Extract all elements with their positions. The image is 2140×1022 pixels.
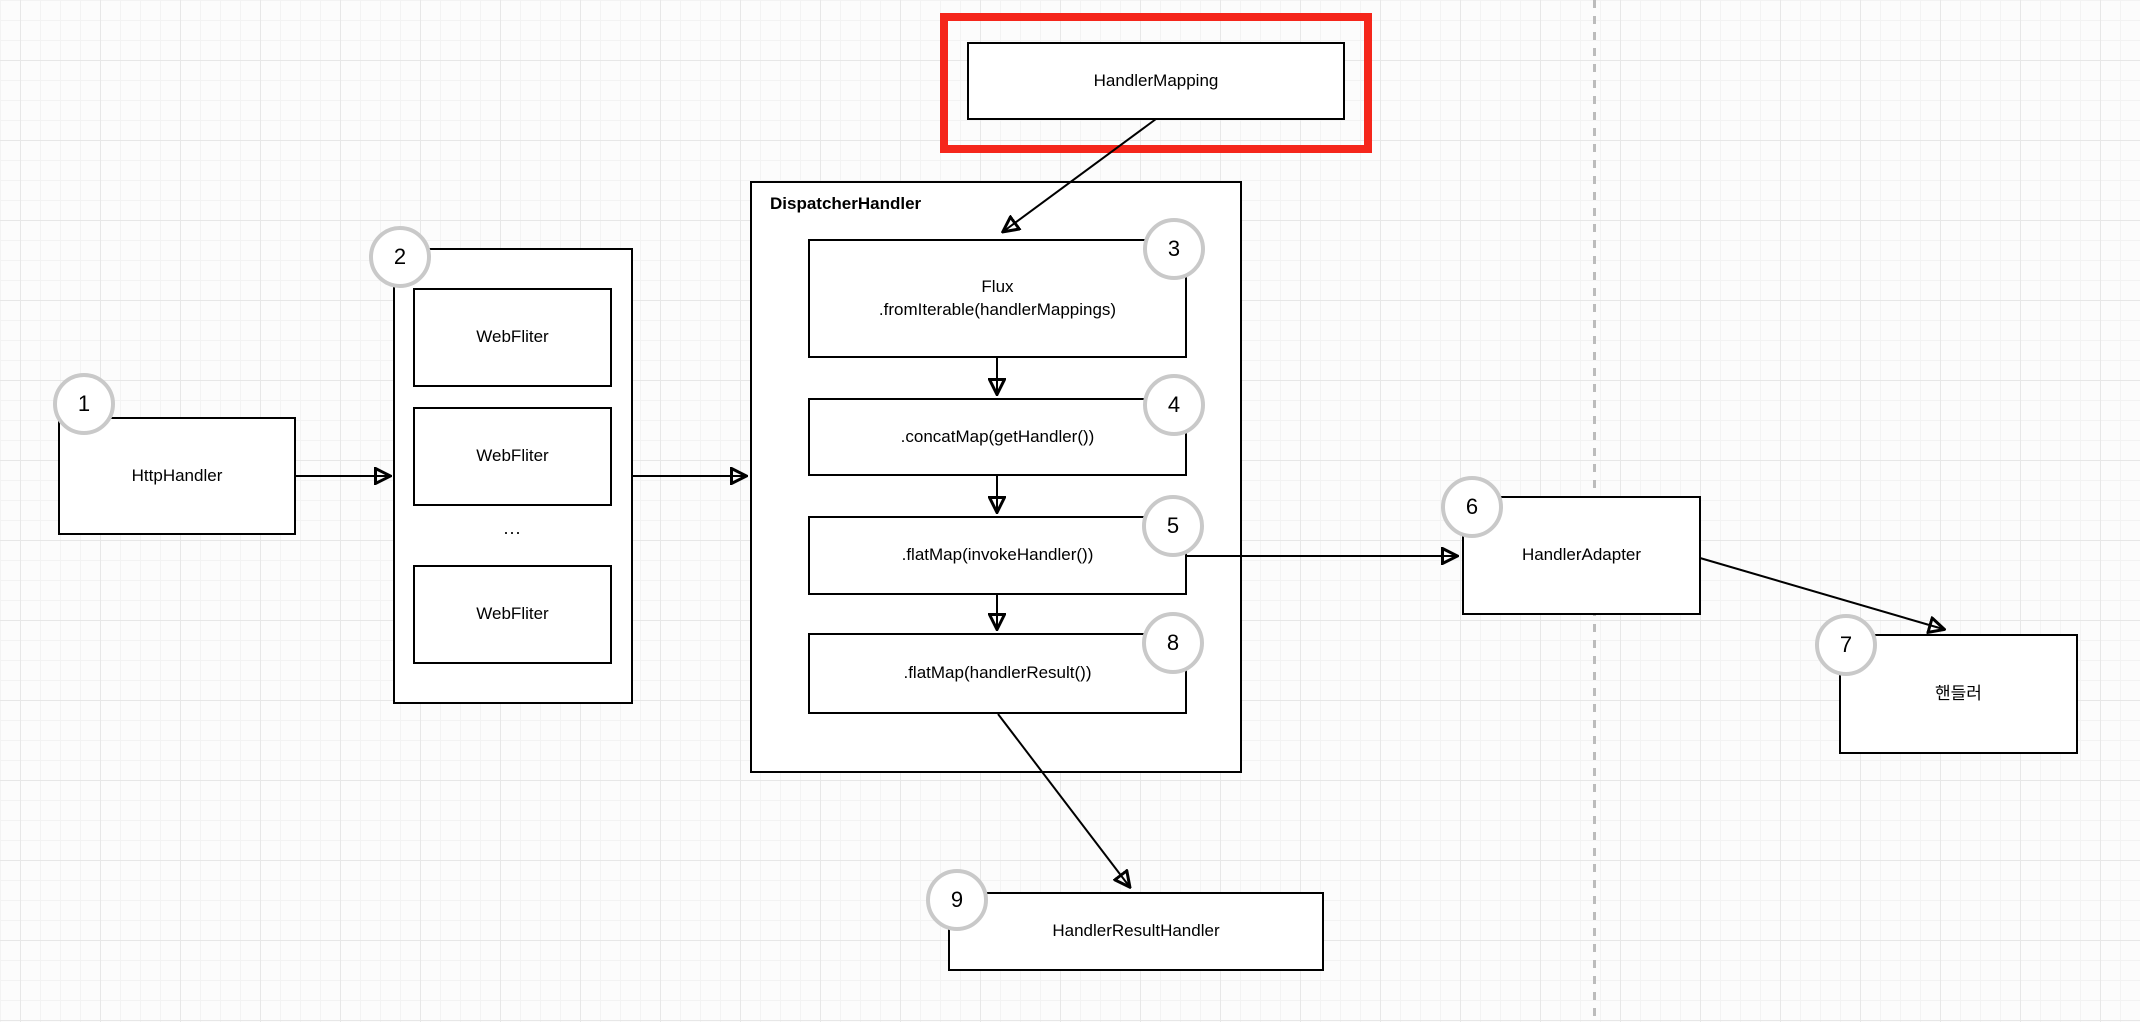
webfilter-ellipsis: ... [503,518,522,538]
node-handler-mapping[interactable]: HandlerMapping [967,42,1345,120]
step-badge-8[interactable]: 8 [1142,612,1204,674]
node-concat-map-label: .concatMap(getHandler()) [900,426,1095,446]
node-handler-korean[interactable]: 핸들러 [1839,634,2078,754]
node-flux-from-iterable[interactable]: Flux .fromIterable(handlerMappings) [808,239,1187,358]
dispatcher-handler-title: DispatcherHandler [770,194,922,213]
node-webfilter-3[interactable]: WebFliter [413,565,612,664]
edge-handleradapter-to-handler [1699,557,1943,629]
step-badge-3[interactable]: 3 [1143,218,1205,280]
node-concat-map[interactable]: .concatMap(getHandler()) [808,398,1187,476]
node-handler-korean-label: 핸들러 [1935,683,1982,703]
step-badge-2[interactable]: 2 [369,226,431,288]
step-badge-1[interactable]: 1 [53,373,115,435]
step-badge-6[interactable]: 6 [1441,476,1503,538]
step-badge-5[interactable]: 5 [1142,495,1204,557]
node-http-handler-label: HttpHandler [131,465,223,485]
node-webfilter-2[interactable]: WebFliter [413,407,612,506]
node-handler-adapter-label: HandlerAdapter [1521,545,1642,565]
step-badge-9[interactable]: 9 [926,869,988,931]
node-webfilter-1[interactable]: WebFliter [413,288,612,387]
node-flatmap-result[interactable]: .flatMap(handlerResult()) [808,633,1187,714]
node-flatmap-invoke[interactable]: .flatMap(invokeHandler()) [808,516,1187,595]
node-flatmap-invoke-label: .flatMap(invokeHandler()) [901,545,1094,565]
node-handler-result-handler-label: HandlerResultHandler [1052,921,1220,941]
step-badge-7[interactable]: 7 [1815,614,1877,676]
node-handler-mapping-label: HandlerMapping [1093,70,1219,90]
node-flux-label: Flux .fromIterable(handlerMappings) [878,276,1117,319]
node-flatmap-result-label: .flatMap(handlerResult()) [903,663,1092,683]
node-handler-result-handler[interactable]: HandlerResultHandler [948,892,1324,971]
node-webfilter-2-label: WebFliter [476,446,549,466]
node-webfilter-1-label: WebFliter [476,327,549,347]
node-webfilter-3-label: WebFliter [476,604,549,624]
node-http-handler[interactable]: HttpHandler [58,417,296,535]
step-badge-4[interactable]: 4 [1143,374,1205,436]
node-handler-adapter[interactable]: HandlerAdapter [1462,496,1701,615]
